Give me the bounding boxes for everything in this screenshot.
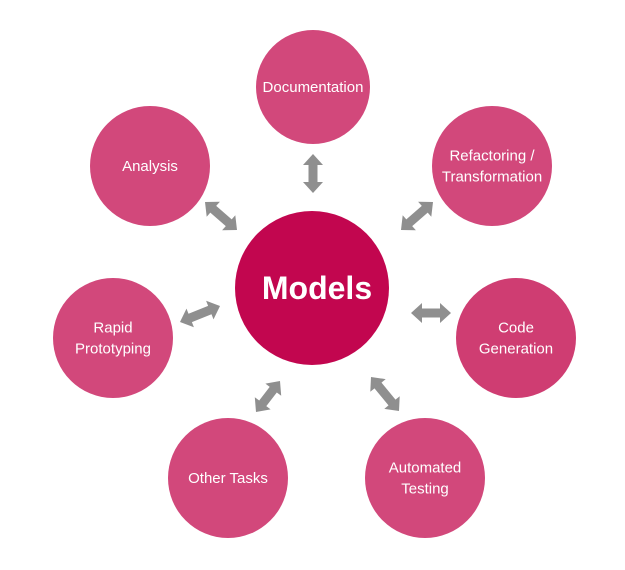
node-label-rapid-prototyping-line-1: Rapid (93, 320, 132, 337)
node-label-refactoring-line-2: Transformation (442, 169, 542, 186)
node-label-other-tasks-line-1: Other Tasks (188, 470, 268, 487)
node-label-automated-testing-line-2: Testing (401, 481, 449, 498)
node-refactoring: Refactoring / Transformation (432, 106, 552, 226)
double-arrow-icon-6 (180, 300, 220, 328)
double-arrow-icon-4 (370, 377, 400, 411)
center-circle (235, 211, 389, 365)
node-label-analysis-line-1: Analysis (122, 158, 178, 175)
node-circle-automated-testing (365, 418, 485, 538)
double-arrow-icon-7 (205, 201, 237, 231)
node-label-refactoring-line-1: Refactoring / (449, 148, 535, 165)
node-label-documentation-line-1: Documentation (263, 79, 364, 96)
node-circle-analysis (90, 106, 210, 226)
node-label-automated-testing-line-1: Automated (389, 460, 462, 477)
center-node-models: Models (235, 211, 389, 365)
node-circle-documentation (256, 30, 370, 144)
node-circle-other-tasks (168, 418, 288, 538)
node-circle-code-generation (456, 278, 576, 398)
node-label-code-generation-line-2: Generation (479, 341, 553, 358)
center-label: Models (262, 270, 372, 306)
node-circle-refactoring (432, 106, 552, 226)
double-arrow-icon-3 (411, 303, 451, 323)
node-label-code-generation-line-1: Code (498, 320, 534, 337)
double-arrow-icon-5 (254, 381, 282, 412)
double-arrow-icon-1 (303, 154, 323, 193)
arrows-layer (180, 154, 451, 412)
double-arrow-icon-2 (401, 201, 433, 231)
node-documentation: Documentation (256, 30, 370, 144)
node-circle-rapid-prototyping (53, 278, 173, 398)
node-label-rapid-prototyping-line-2: Prototyping (75, 341, 151, 358)
node-analysis: Analysis (90, 106, 210, 226)
node-other-tasks: Other Tasks (168, 418, 288, 538)
